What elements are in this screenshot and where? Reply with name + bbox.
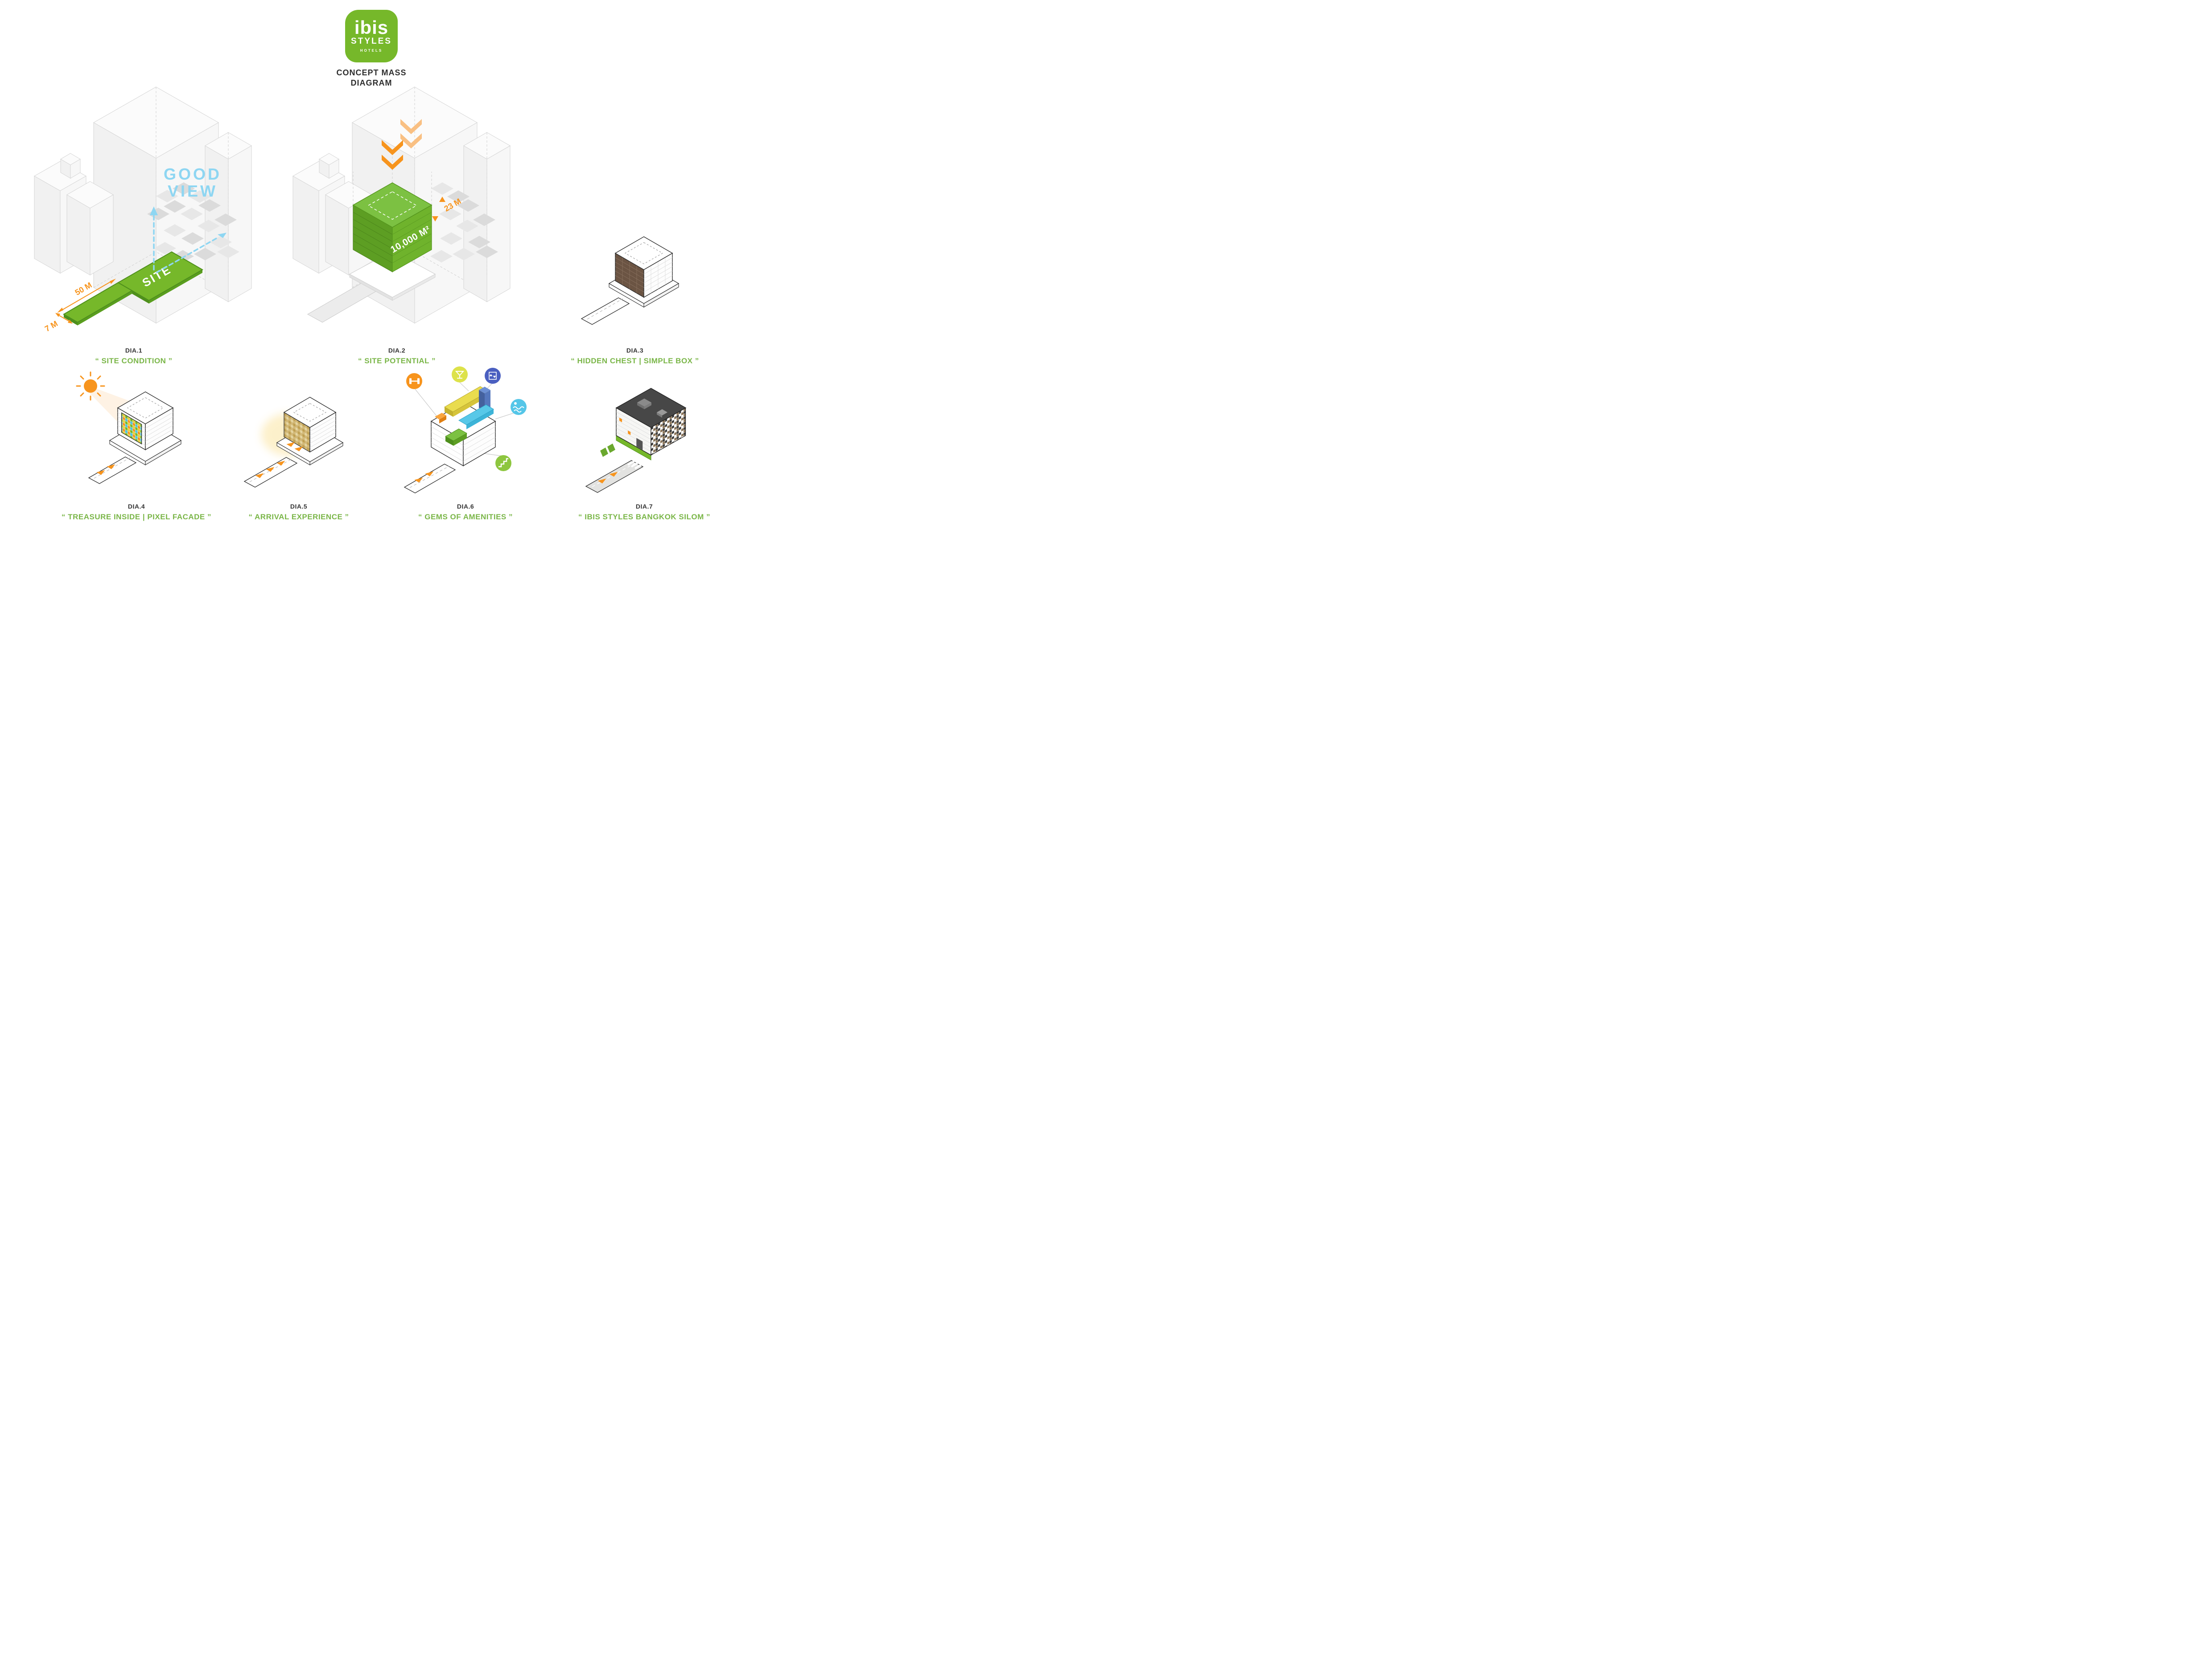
good-view-arrows <box>150 206 227 273</box>
diagram-7-caption: DIA.7 “ IBIS STYLES BANGKOK SILOM ” <box>533 503 737 522</box>
amenity-gems <box>435 386 494 446</box>
diagram-3-title: “ HIDDEN CHEST | SIMPLE BOX ” <box>571 357 699 365</box>
diagram-5-illustration <box>243 397 344 488</box>
diagram-1-id: DIA.1 <box>125 347 143 354</box>
stairs-icon <box>495 455 511 471</box>
elevator-icon <box>485 368 501 384</box>
logo-tagline-text: HOTELS <box>360 48 383 53</box>
street <box>585 444 644 493</box>
diagram-7-illustration <box>585 388 687 493</box>
cocktail-bar-icon <box>452 366 468 382</box>
pixel-treasure <box>121 412 142 445</box>
gym-dumbbell-icon <box>406 373 422 389</box>
pixel-facade-building <box>117 391 174 451</box>
diagram-6-caption: DIA.6 “ GEMS OF AMENITIES ” <box>354 503 577 522</box>
access-road <box>581 297 630 325</box>
dim-50m-label: 50 M <box>74 280 94 297</box>
diagram-6-id: DIA.6 <box>457 503 474 510</box>
podium-plates <box>349 251 436 301</box>
access-road <box>88 456 137 484</box>
diagram-4-title: “ TREASURE INSIDE | PIXEL FACADE ” <box>62 513 211 521</box>
simple-box-building <box>614 236 673 298</box>
arrival-building <box>283 397 337 453</box>
diagram-3-illustration <box>581 236 680 325</box>
diagram-4-illustration <box>76 371 182 484</box>
arrival-road <box>243 457 298 488</box>
diagram-4-id: DIA.4 <box>128 503 145 510</box>
page-title: CONCEPT MASS DIAGRAM <box>260 68 483 88</box>
diagram-5-id: DIA.5 <box>290 503 308 510</box>
ibis-styles-logo: ibis STYLES HOTELS <box>345 10 398 62</box>
diagram-7-title: “ IBIS STYLES BANGKOK SILOM ” <box>578 513 710 521</box>
diagram-2-title: “ SITE POTENTIAL ” <box>358 357 436 365</box>
site-plate: SITE <box>63 251 203 325</box>
diagram-6-illustration <box>404 366 527 493</box>
access-road <box>404 464 456 493</box>
diagram-3-caption: DIA.3 “ HIDDEN CHEST | SIMPLE BOX ” <box>523 347 737 366</box>
logo-brand-text: ibis <box>354 17 389 38</box>
push-down-arrows <box>382 119 422 170</box>
diagram-5-caption: DIA.5 “ ARRIVAL EXPERIENCE ” <box>187 503 410 522</box>
potential-mass-box: 10,000 M² <box>352 149 433 273</box>
logo-sub-text: STYLES <box>351 36 392 46</box>
pool-icon <box>511 399 527 415</box>
page-title-line2: DIAGRAM <box>350 78 392 87</box>
diagram-1-illustration: SITE GOOD VIEW 50 M 7 M <box>33 86 252 332</box>
final-building <box>615 388 687 460</box>
dim-7m-label: 7 M <box>43 319 59 332</box>
diagram-2-id: DIA.2 <box>388 347 406 354</box>
diagram-1-caption: DIA.1 “ SITE CONDITION ” <box>22 347 245 366</box>
page-title-line1: CONCEPT MASS <box>336 68 407 77</box>
diagram-2-illustration: 10,000 M² 23 M <box>292 86 511 324</box>
good-view-label-line1: GOOD <box>164 165 222 183</box>
diagram-2-caption: DIA.2 “ SITE POTENTIAL ” <box>285 347 508 366</box>
diagram-3-id: DIA.3 <box>626 347 644 354</box>
diagram-4-caption: DIA.4 “ TREASURE INSIDE | PIXEL FACADE ” <box>25 503 248 522</box>
concept-mass-diagram-page: ibis STYLES HOTELS CONCEPT MASS DIAGRAM <box>0 0 737 555</box>
diagram-6-title: “ GEMS OF AMENITIES ” <box>418 513 513 521</box>
diagram-7-id: DIA.7 <box>635 503 653 510</box>
diagram-5-title: “ ARRIVAL EXPERIENCE ” <box>248 513 349 521</box>
paving-tiles <box>430 182 498 263</box>
good-view-label-line2: VIEW <box>168 182 218 200</box>
diagram-1-title: “ SITE CONDITION ” <box>95 357 173 365</box>
